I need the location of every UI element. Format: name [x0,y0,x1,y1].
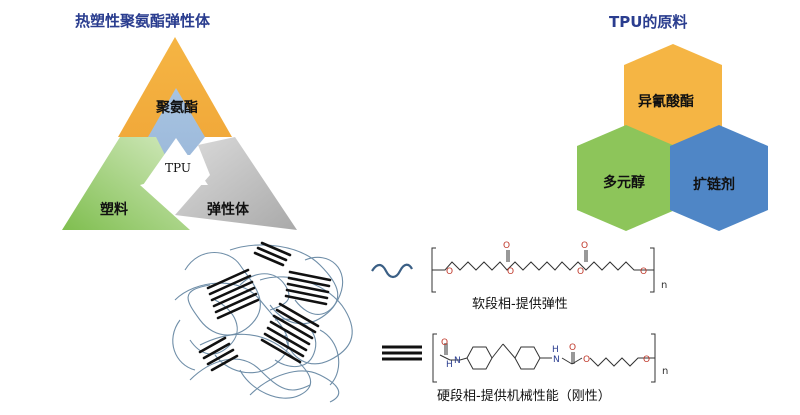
tpu-raw-materials-hexagons: 异氰酸酯 多元醇 扩链剂 [577,44,768,231]
hard-domain-5 [260,302,320,364]
atom-n: N [553,355,560,365]
hard-bracket-left [432,333,437,383]
hard-segment-domains [198,241,332,372]
atom-o: O [446,267,453,277]
hard-segment-atoms: O H N H N O O O [441,338,650,370]
triangle-label-center: TPU [165,161,191,175]
hard-segment-subscript: n [662,366,668,377]
atom-o: O [577,267,584,277]
hard-domain-2 [253,241,292,267]
soft-segment-atoms: O O O O O O [446,241,647,277]
soft-segment-structure [431,247,655,293]
atom-o: O [441,338,448,348]
hard-segment-structure [432,333,656,383]
hexagon-chain-extender [670,125,768,231]
triangle-inner-blue [148,88,205,155]
hexagon-label-isocyanate: 异氰酸酯 [638,93,694,110]
hexagon-polyol [577,125,675,231]
atom-o: O [503,241,510,251]
atom-o: O [507,267,514,277]
triangle-center-white [143,138,208,185]
soft-segment-caption: 软段相-提供弹性 [472,296,568,312]
polymer-network [172,244,353,403]
hexagon-isocyanate [624,44,722,149]
atom-n: N [454,356,461,366]
hard-segment-bars-icon [382,345,422,361]
atom-o: O [583,355,590,365]
tpu-triangle: 聚氨酯 塑料 弹性体 TPU [62,37,297,230]
triangle-top-orange [118,37,232,137]
triangle-label-left: 塑料 [100,201,128,218]
triangle-label-top: 聚氨酯 [155,99,198,116]
hard-domain-4 [198,336,239,372]
triangle-label-right: 弹性体 [207,201,250,218]
hard-domain-1 [206,268,260,320]
right-title: TPU的原料 [609,13,688,31]
hexagon-label-polyol: 多元醇 [603,174,645,191]
atom-o: O [640,267,647,277]
hard-domain-3 [284,270,332,306]
hard-segment-caption: 硬段相-提供机械性能（刚性） [437,388,611,404]
hexagon-label-chain-extender: 扩链剂 [693,176,735,193]
atom-o: O [569,343,576,353]
triangle-left-green [62,137,190,230]
atom-o: O [581,241,588,251]
left-title: 热塑性聚氨酯弹性体 [75,12,211,30]
soft-segment-wave-icon [371,263,413,279]
atom-o: O [643,355,650,365]
soft-segment-subscript: n [661,280,667,291]
atom-h: H [552,345,559,355]
triangle-right-gray [175,137,297,230]
atom-h: H [446,360,453,370]
